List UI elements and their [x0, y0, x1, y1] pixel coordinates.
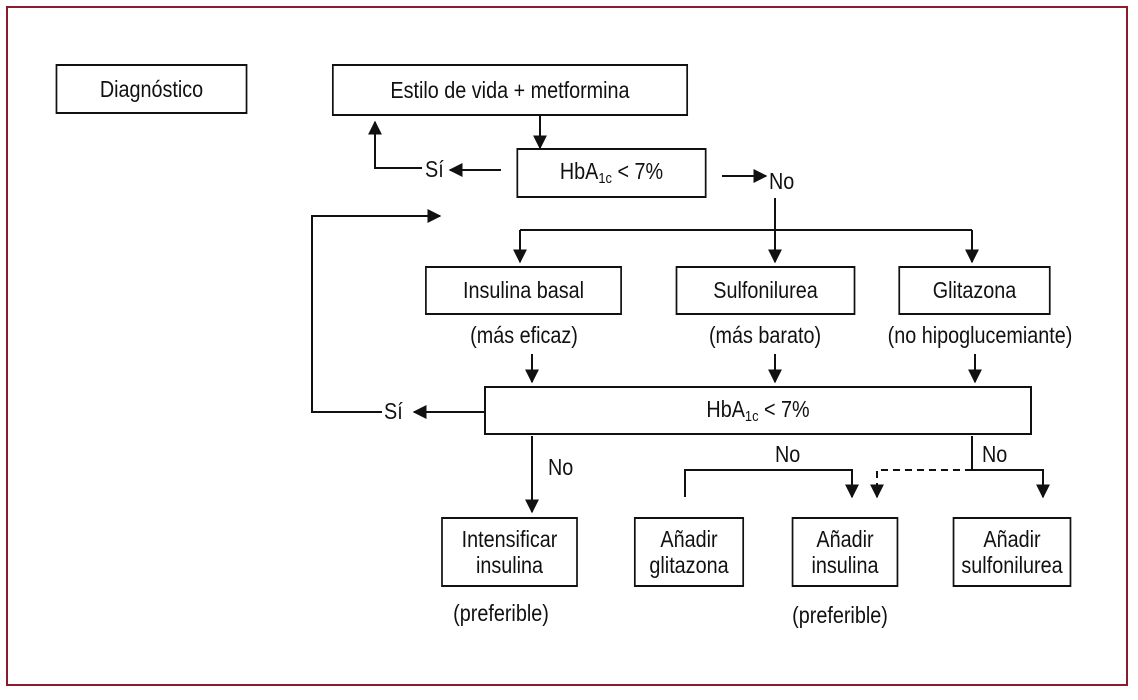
arrow-no-to-add-sulfonylurea [972, 469, 1050, 499]
glitazone-box: Glitazona [898, 266, 1051, 315]
hba1c-check-label: HbA1c < 7% [559, 158, 664, 188]
no-label-add-middle: No [775, 441, 801, 467]
glitazone-note: (no hipoglucemiante) [887, 322, 1073, 348]
arrow-yes-to-lifestyle [368, 120, 422, 169]
no-label-top: No [769, 168, 795, 194]
yes-label-top: Sí [425, 156, 444, 182]
arrow-yes-loop-back [311, 209, 442, 413]
arrow-no-to-add-insulin-dashed [870, 469, 972, 499]
insulin-basal-note: (más eficaz) [470, 322, 578, 348]
intensify-preferred-note: (preferible) [453, 600, 549, 626]
sulfonylurea-box: Sulfonilurea [675, 266, 856, 315]
hba1c-check-box: HbA1c < 7% [516, 148, 707, 198]
figure-frame [6, 6, 1128, 686]
glitazone-label: Glitazona [932, 277, 1017, 304]
hba1c-recheck-label: HbA1c < 7% [706, 395, 810, 425]
diagnosis-box: Diagnóstico [55, 64, 248, 114]
insulin-basal-label: Insulina basal [463, 277, 584, 304]
insulin-basal-box: Insulina basal [425, 266, 622, 315]
lifestyle-metformin-box: Estilo de vida + metformina [331, 64, 689, 116]
add-insulin-preferred-note: (preferible) [792, 602, 888, 628]
hba1c-recheck-box: HbA1c < 7% [484, 386, 1032, 435]
lifestyle-metformin-label: Estilo de vida + metformina [390, 76, 630, 103]
arrow-no-to-add-glitazone [684, 469, 859, 499]
no-label-add-right: No [982, 441, 1008, 467]
no-label-intensify: No [548, 454, 574, 480]
diagnosis-label: Diagnóstico [99, 75, 204, 102]
sulfonylurea-label: Sulfonilurea [713, 277, 818, 304]
yes-label-bottom: Sí [384, 398, 403, 424]
sulfonylurea-note: (más barato) [708, 322, 822, 348]
